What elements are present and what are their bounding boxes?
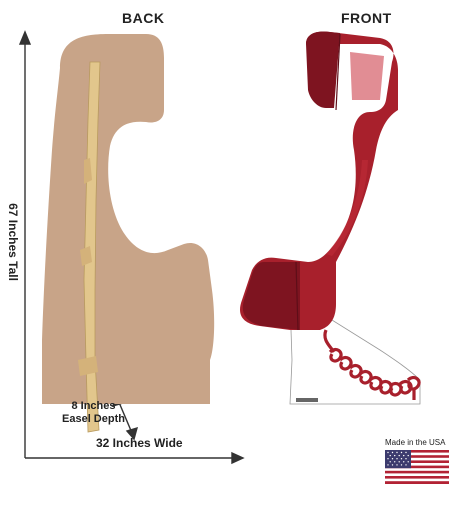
height-label: 67 Inches Tall	[6, 203, 20, 281]
coiled-cord	[323, 329, 421, 400]
easel-stand	[78, 61, 101, 433]
front-label: FRONT	[341, 10, 392, 26]
cardboard-back-silhouette	[42, 34, 215, 404]
base-label-sticker	[296, 398, 318, 402]
us-flag-icon	[385, 450, 449, 484]
depth-label-line1: 8 Inches	[71, 400, 116, 412]
back-label: BACK	[122, 10, 165, 26]
height-dimension-arrow	[18, 30, 32, 458]
width-dimension-arrow	[25, 451, 245, 465]
depth-label-line2: Easel Depth	[62, 413, 125, 425]
depth-label: 8 Inches Easel Depth	[62, 400, 125, 426]
telephone-handset	[240, 31, 398, 331]
made-in-usa-label: Made in the USA	[385, 438, 446, 447]
width-label: 32 Inches Wide	[96, 436, 183, 450]
